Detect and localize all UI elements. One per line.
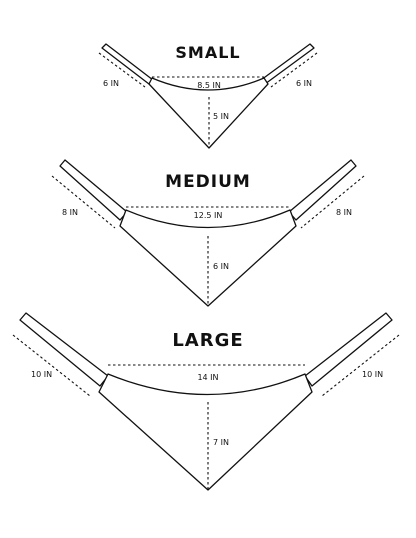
strap-left-small <box>101 43 154 85</box>
strap-guide-right-large <box>321 334 400 397</box>
strap-guide-left-large <box>12 334 91 397</box>
size-title-small: SMALL <box>175 43 240 62</box>
depth-label-large: 7 IN <box>213 438 229 447</box>
strap-label-right-large: 10 IN <box>362 370 383 379</box>
bandana-small: SMALL 6 IN 6 IN 8.5 IN 5 IN <box>98 43 318 149</box>
depth-label-medium: 6 IN <box>213 262 229 271</box>
strap-guide-left-medium <box>51 175 116 229</box>
strap-label-left-large: 10 IN <box>31 370 52 379</box>
strap-right-small <box>260 43 315 85</box>
width-label-small: 8.5 IN <box>197 81 221 90</box>
bandana-medium: MEDIUM 8 IN 8 IN 12.5 IN 6 IN <box>51 159 365 307</box>
depth-label-small: 5 IN <box>213 112 229 121</box>
strap-label-left-medium: 8 IN <box>62 208 78 217</box>
strap-label-left-small: 6 IN <box>103 79 119 88</box>
strap-label-right-medium: 8 IN <box>336 208 352 217</box>
width-label-medium: 12.5 IN <box>194 211 223 220</box>
strap-guide-right-medium <box>300 175 365 229</box>
width-label-large: 14 IN <box>197 373 218 382</box>
bandana-body-large <box>98 373 313 491</box>
size-title-large: LARGE <box>172 330 243 351</box>
size-title-medium: MEDIUM <box>165 172 251 192</box>
strap-label-right-small: 6 IN <box>296 79 312 88</box>
bandana-large: LARGE 10 IN 10 IN 14 IN 7 IN <box>12 312 400 491</box>
